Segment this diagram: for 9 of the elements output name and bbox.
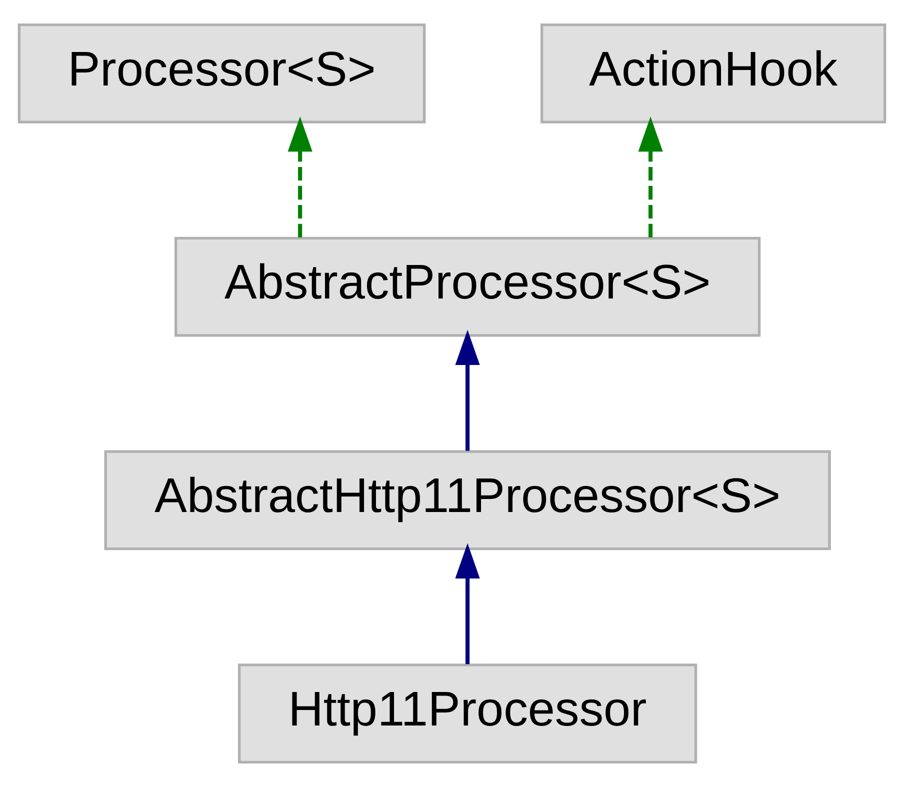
node-box: AbstractHttp11Processor<S>	[104, 450, 831, 550]
arrow	[288, 116, 312, 237]
node-box: Processor<S>	[18, 22, 426, 123]
arrow	[455, 542, 480, 664]
node-box: Http11Processor	[238, 663, 698, 764]
arrow	[455, 329, 480, 450]
arrow	[638, 116, 663, 237]
node-box: ActionHook	[540, 22, 886, 123]
node-box: AbstractProcessor<S>	[174, 236, 761, 336]
